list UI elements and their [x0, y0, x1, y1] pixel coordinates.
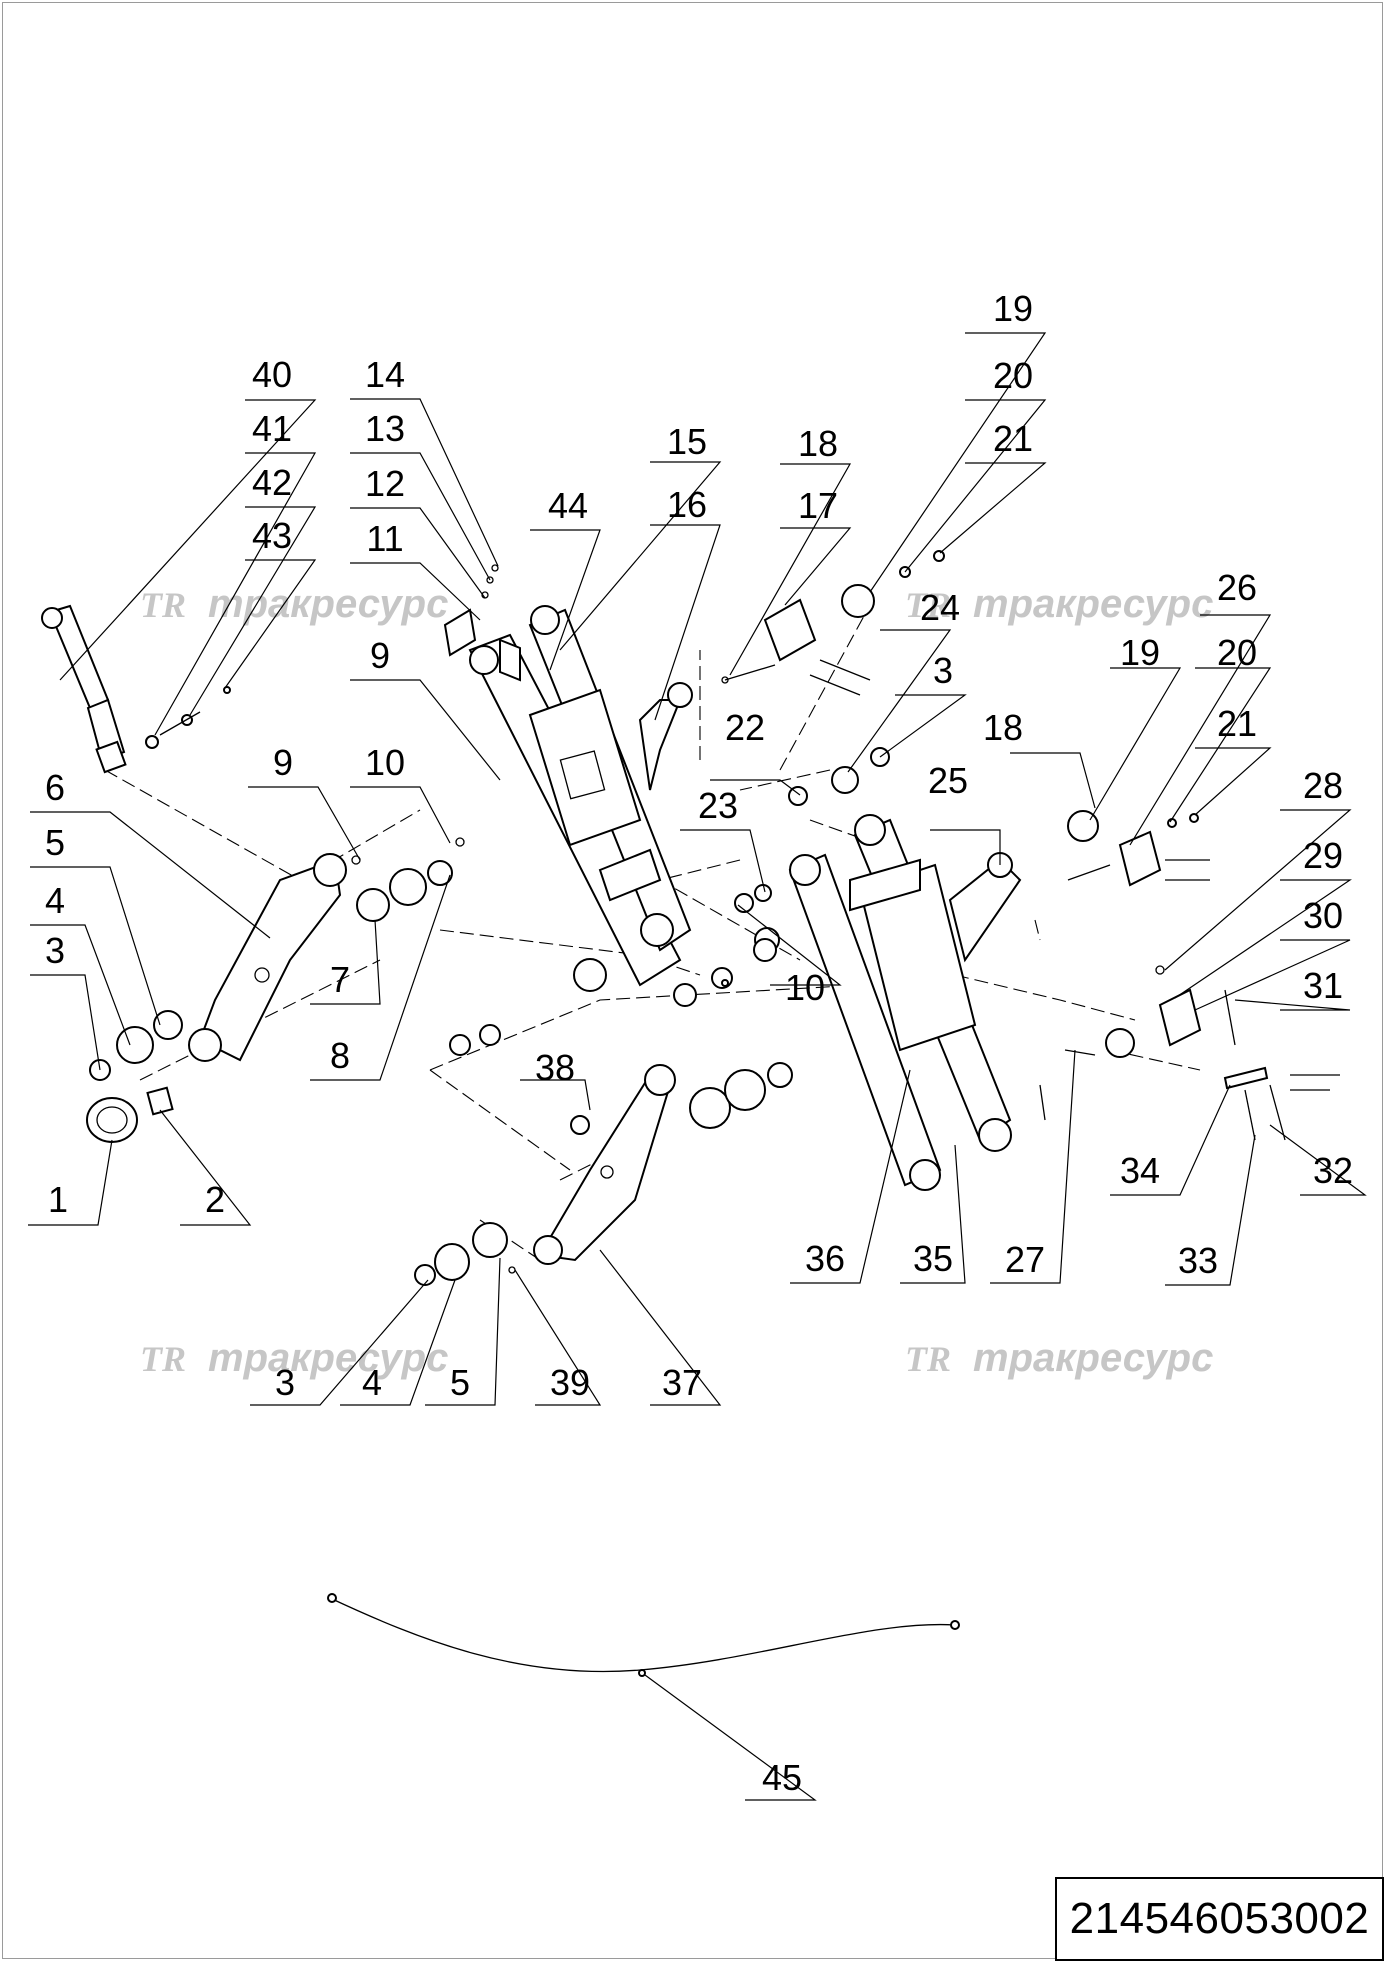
- callout-37: 37: [662, 1362, 702, 1403]
- callout-26: 26: [1217, 567, 1257, 608]
- central-frame: [468, 605, 693, 992]
- callout-19-right: 19: [1120, 632, 1160, 673]
- callout-40: 40: [252, 354, 292, 395]
- callout-27: 27: [1005, 1239, 1045, 1280]
- bearing-stack-lower: [414, 1222, 516, 1286]
- callout-labels: 1 2 3 4 5 6 7 8 9 9 10 10 11 12 13 14 15…: [45, 288, 1353, 1798]
- callout-3-lower: 3: [275, 1362, 295, 1403]
- callout-6: 6: [45, 767, 65, 808]
- callout-7: 7: [330, 959, 350, 1000]
- callout-39: 39: [550, 1362, 590, 1403]
- callout-29: 29: [1303, 835, 1343, 876]
- callout-42: 42: [252, 462, 292, 503]
- callout-33: 33: [1178, 1240, 1218, 1281]
- svg-text:TR: TR: [140, 585, 186, 625]
- callout-3-mid: 3: [933, 650, 953, 691]
- lever-arm-left: [188, 853, 347, 1062]
- callout-17: 17: [798, 485, 838, 526]
- callout-10-center: 10: [785, 967, 825, 1008]
- svg-text:тракресурс: тракресурс: [973, 582, 1213, 626]
- callout-10-left: 10: [365, 742, 405, 783]
- callout-14: 14: [365, 354, 405, 395]
- callout-4-lower: 4: [362, 1362, 382, 1403]
- callout-30: 30: [1303, 895, 1343, 936]
- svg-text:TR: TR: [140, 1339, 186, 1379]
- svg-text:тракресурс: тракресурс: [973, 1336, 1213, 1380]
- document-number: 214546053002: [1069, 1894, 1370, 1943]
- watermark: TR тракресурс: [140, 1336, 448, 1380]
- callout-18-upper: 18: [798, 423, 838, 464]
- callout-32: 32: [1313, 1150, 1353, 1191]
- callout-44: 44: [548, 485, 588, 526]
- leader-lines: [28, 332, 1367, 1801]
- callout-21-right: 21: [1217, 703, 1257, 744]
- callout-2: 2: [205, 1179, 225, 1220]
- watermark: TR тракресурс: [905, 1336, 1213, 1380]
- callout-34: 34: [1120, 1150, 1160, 1191]
- bracket: [443, 564, 499, 657]
- cable: [327, 1593, 960, 1677]
- callout-28: 28: [1303, 765, 1343, 806]
- callout-11: 11: [366, 518, 403, 559]
- callout-12: 12: [365, 463, 405, 504]
- hinge-bracket-right: [1067, 810, 1210, 887]
- callout-5-lower: 5: [450, 1362, 470, 1403]
- lever-arm-lower: [449, 1024, 793, 1265]
- callout-9-upper: 9: [370, 635, 390, 676]
- hydraulic-cylinder: [41, 604, 231, 774]
- latch-assembly: [1039, 965, 1236, 1121]
- callout-41: 41: [252, 408, 292, 449]
- callout-5: 5: [45, 822, 65, 863]
- svg-text:TR: TR: [905, 1339, 951, 1379]
- svg-text:TR: TR: [905, 585, 951, 625]
- callout-9-lower: 9: [273, 742, 293, 783]
- callout-25: 25: [928, 760, 968, 801]
- callout-8: 8: [330, 1035, 350, 1076]
- callout-4: 4: [45, 880, 65, 921]
- callout-24: 24: [920, 587, 960, 628]
- svg-text:тракресурс: тракресурс: [208, 1336, 448, 1380]
- callout-15: 15: [667, 421, 707, 462]
- callout-1: 1: [48, 1179, 68, 1220]
- washer-stack-center: [673, 747, 890, 1007]
- callout-20-upper: 20: [993, 355, 1033, 396]
- callout-18-right: 18: [983, 707, 1023, 748]
- callout-20-right: 20: [1217, 632, 1257, 673]
- callout-23: 23: [698, 785, 738, 826]
- callout-19-upper: 19: [993, 288, 1033, 329]
- callout-16: 16: [667, 484, 707, 525]
- callout-3: 3: [45, 930, 65, 971]
- callout-31: 31: [1303, 965, 1343, 1006]
- callout-13: 13: [365, 408, 405, 449]
- callout-45: 45: [762, 1757, 802, 1798]
- callout-35: 35: [913, 1238, 953, 1279]
- watermark: TR тракресурс: [905, 582, 1213, 626]
- callout-22: 22: [725, 707, 765, 748]
- callout-43: 43: [252, 515, 292, 556]
- callout-38: 38: [535, 1047, 575, 1088]
- hinge-bracket-upper: [721, 550, 945, 696]
- callout-36: 36: [805, 1238, 845, 1279]
- plate-bracket: [1223, 1066, 1340, 1141]
- svg-text:тракресурс: тракресурс: [208, 582, 448, 626]
- callout-21-upper: 21: [993, 418, 1033, 459]
- document-number-box: 214546053002: [1055, 1877, 1384, 1961]
